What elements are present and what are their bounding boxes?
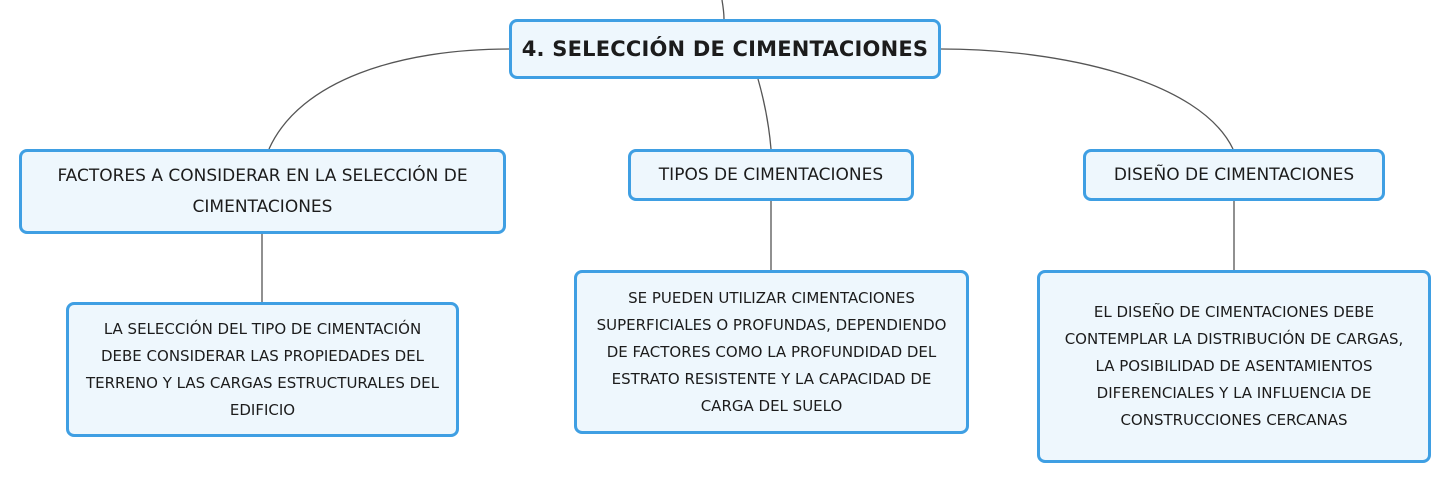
root-topic[interactable]: 4. SELECCIÓN DE CIMENTACIONES [509,19,941,79]
detail-diseno[interactable]: EL DISEÑO DE CIMENTACIONES DEBE CONTEMPL… [1037,270,1431,463]
topic-factores[interactable]: FACTORES A CONSIDERAR EN LA SELECCIÓN DE… [19,149,506,234]
detail-tipos-text: SE PUEDEN UTILIZAR CIMENTACIONES SUPERFI… [596,288,947,415]
detail-tipos[interactable]: SE PUEDEN UTILIZAR CIMENTACIONES SUPERFI… [574,270,969,434]
topic-diseno[interactable]: DISEÑO DE CIMENTACIONES [1083,149,1385,201]
detail-diseno-text: EL DISEÑO DE CIMENTACIONES DEBE CONTEMPL… [1064,303,1404,429]
topic-tipos-label: TIPOS DE CIMENTACIONES [658,164,884,185]
connector-parent-to-root [721,0,725,20]
connector-root-to-diseno [940,48,1234,150]
detail-factores-text: LA SELECCIÓN DEL TIPO DE CIMENTACIÓN DEB… [85,319,440,419]
detail-factores[interactable]: LA SELECCIÓN DEL TIPO DE CIMENTACIÓN DEB… [66,302,459,437]
root-topic-label: 4. SELECCIÓN DE CIMENTACIONES [521,37,929,61]
topic-diseno-label: DISEÑO DE CIMENTACIONES [1113,164,1355,185]
topic-tipos[interactable]: TIPOS DE CIMENTACIONES [628,149,914,201]
connector-root-to-tipos [757,78,772,150]
connector-root-to-factores [268,48,510,150]
topic-factores-label: FACTORES A CONSIDERAR EN LA SELECCIÓN DE… [57,165,468,217]
